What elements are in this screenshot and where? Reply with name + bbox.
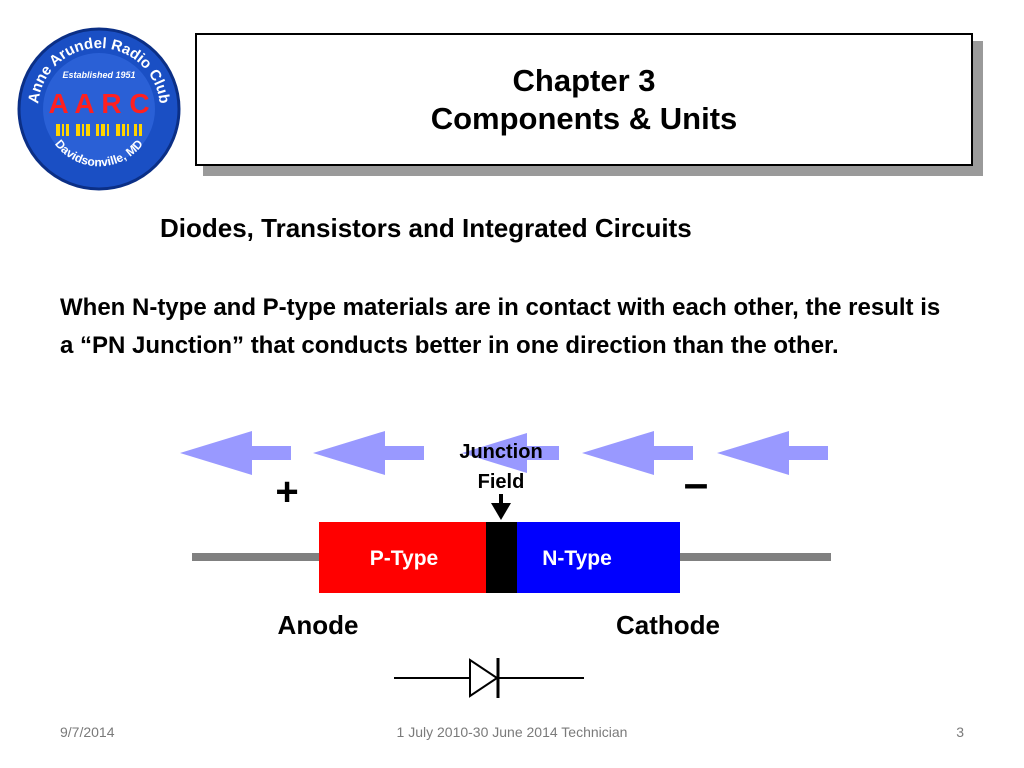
cathode-lead bbox=[679, 553, 831, 561]
cathode-label: Cathode bbox=[616, 610, 720, 640]
minus-sign: – bbox=[684, 459, 708, 508]
section-heading: Diodes, Transistors and Integrated Circu… bbox=[160, 213, 692, 243]
club-logo: Anne Arundel Radio Club Established 1951… bbox=[17, 27, 181, 191]
junction-pointer-icon bbox=[491, 494, 511, 520]
n-type-region bbox=[516, 522, 680, 593]
title-box: Chapter 3 Components & Units bbox=[195, 33, 973, 166]
slide-number: 3 bbox=[956, 724, 964, 740]
plus-sign: + bbox=[275, 470, 298, 514]
n-type-label: N-Type bbox=[542, 547, 612, 570]
p-type-region bbox=[319, 522, 487, 593]
chapter-subtitle: Components & Units bbox=[430, 100, 738, 136]
left-arrow-icon bbox=[462, 433, 559, 473]
electron-flow-arrows bbox=[180, 431, 828, 475]
body-paragraph: When N-type and P-type materials are in … bbox=[60, 294, 941, 359]
anode-lead bbox=[192, 553, 320, 561]
junction-label-line1: Junction bbox=[459, 441, 542, 463]
pn-junction-diagram: Junction Field + – P-Type N-Type Anode C… bbox=[180, 431, 831, 698]
logo-inner-disc bbox=[43, 53, 155, 165]
left-arrow-icon bbox=[717, 431, 828, 475]
diode-symbol-icon bbox=[394, 658, 584, 698]
footer-date: 9/7/2014 bbox=[60, 724, 115, 740]
chapter-title: Chapter 3 bbox=[512, 62, 656, 98]
junction-region bbox=[486, 522, 517, 593]
anode-label: Anode bbox=[278, 610, 359, 640]
left-arrow-icon bbox=[582, 431, 693, 475]
logo-established: Established 1951 bbox=[62, 70, 135, 80]
left-arrow-icon bbox=[313, 431, 424, 475]
p-type-label: P-Type bbox=[370, 547, 438, 570]
logo-acronym: A A R C bbox=[48, 88, 149, 119]
left-arrow-icon bbox=[180, 431, 291, 475]
junction-label-line2: Field bbox=[478, 471, 525, 493]
footer-center-text: 1 July 2010-30 June 2014 Technician bbox=[396, 724, 628, 740]
logo-barcode-icon bbox=[56, 124, 142, 136]
